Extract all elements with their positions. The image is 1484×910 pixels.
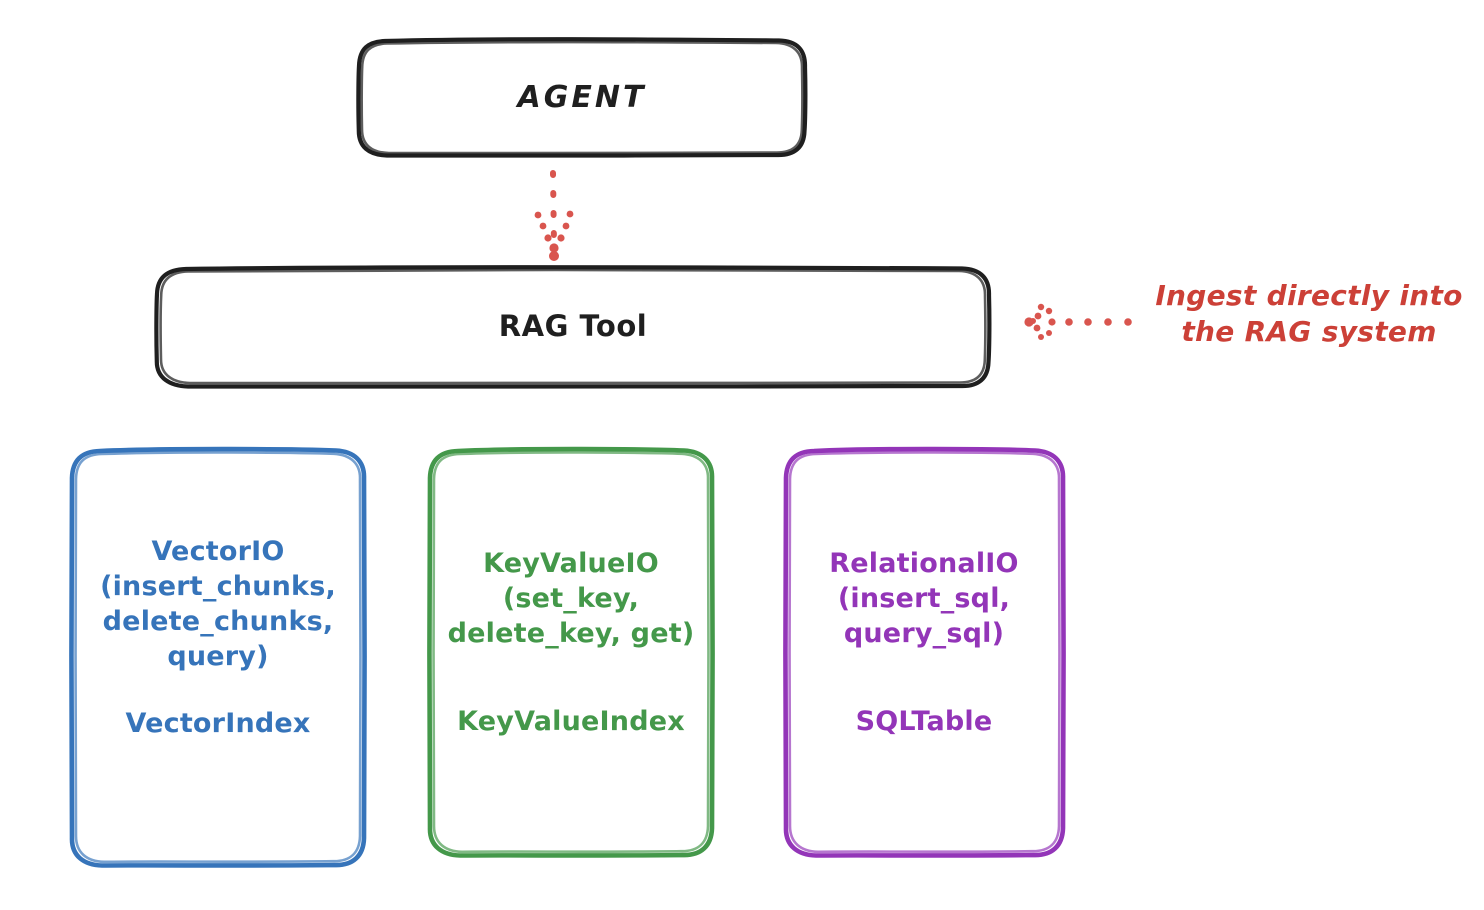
relational-io-box[interactable] — [783, 446, 1066, 858]
agent-box[interactable] — [356, 37, 808, 158]
agent-to-rag-arrow — [534, 170, 574, 261]
ingest-arrow — [1024, 303, 1132, 340]
rag-tool-box[interactable] — [154, 265, 992, 389]
vector-io-box[interactable] — [69, 446, 367, 868]
key-value-io-box[interactable] — [427, 446, 715, 858]
